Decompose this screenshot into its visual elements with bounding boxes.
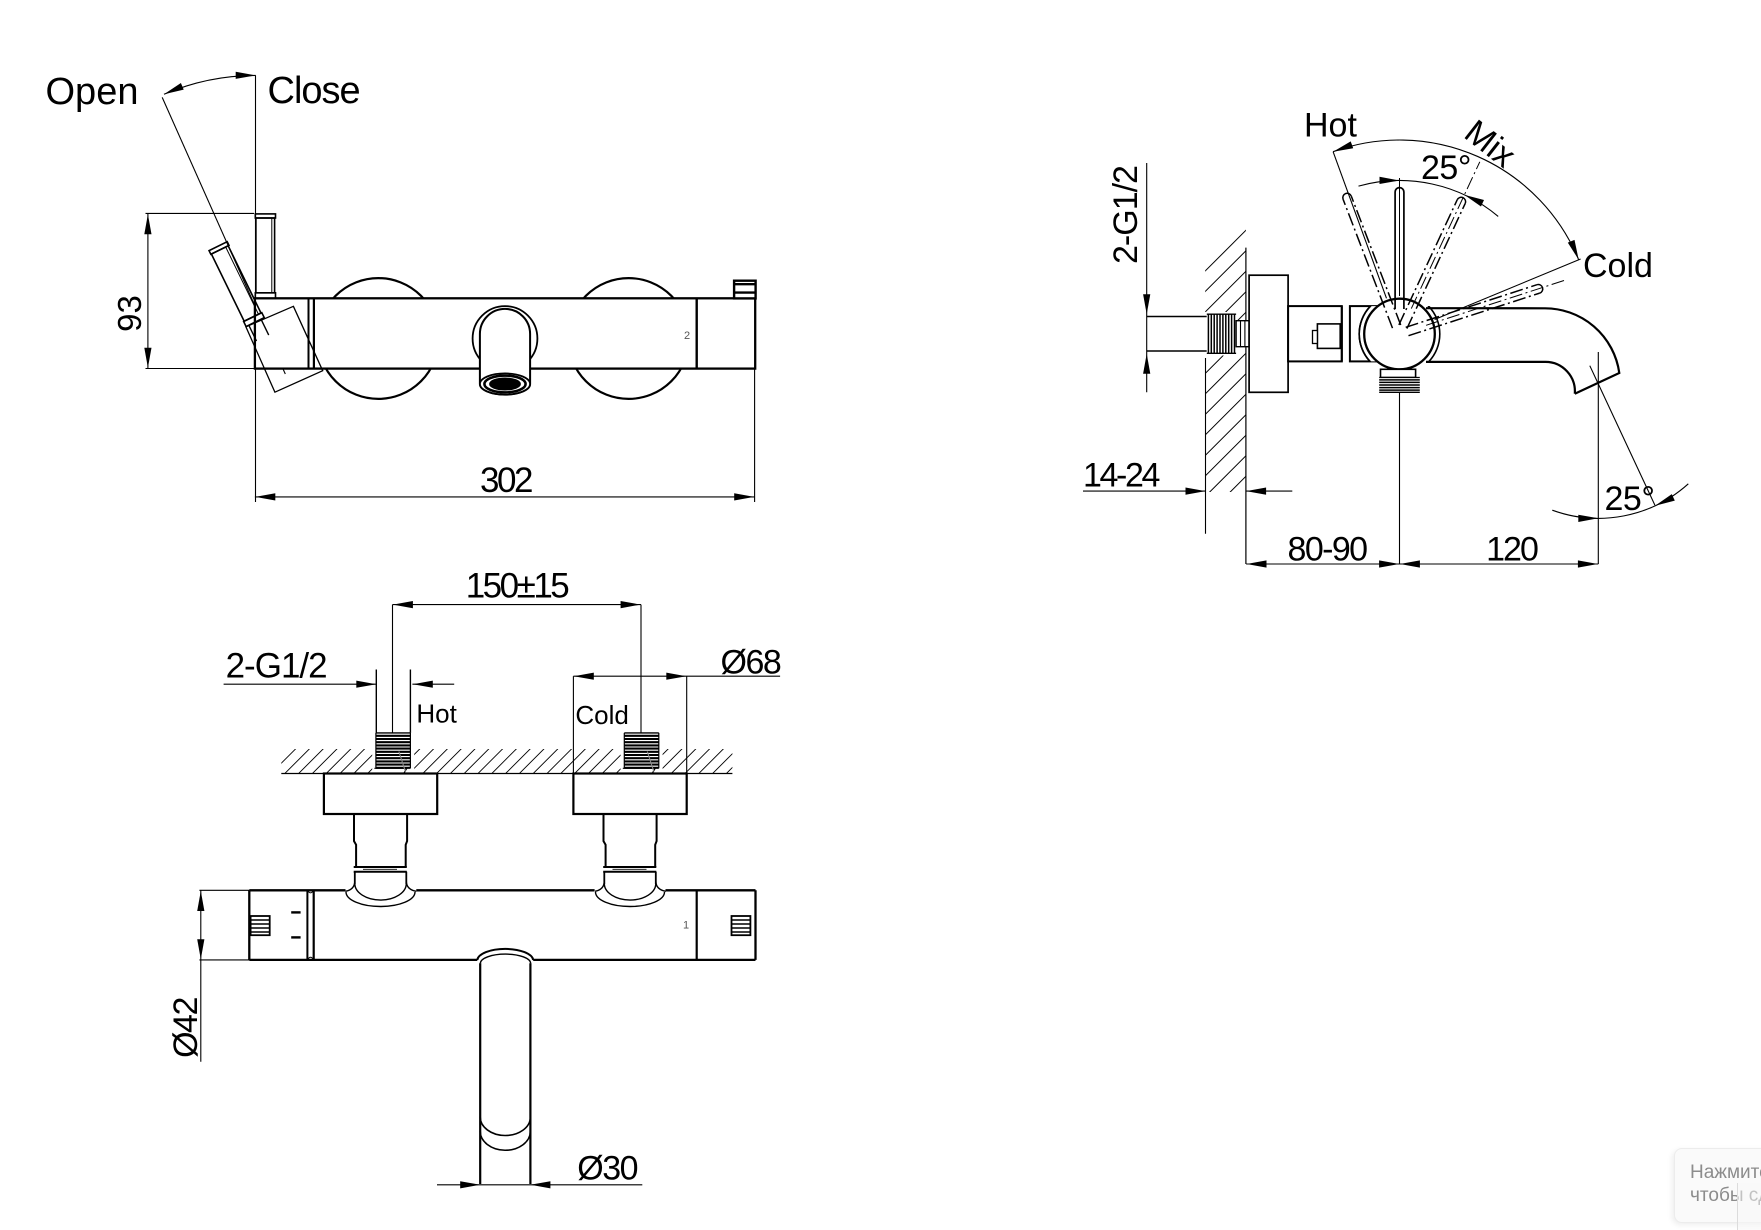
svg-text:120: 120 (1486, 531, 1538, 569)
svg-text:Close: Close (268, 70, 360, 112)
svg-text:2-G1/2: 2-G1/2 (1107, 166, 1145, 264)
svg-text:302: 302 (480, 461, 532, 500)
svg-text:1: 1 (683, 920, 689, 932)
svg-text:Cold: Cold (1583, 247, 1653, 285)
svg-text:80-90: 80-90 (1288, 531, 1368, 569)
svg-text:14-24: 14-24 (1083, 457, 1159, 495)
svg-text:25°: 25° (1421, 149, 1471, 187)
svg-text:Hot: Hot (416, 699, 457, 729)
svg-text:2-G1/2: 2-G1/2 (226, 646, 327, 685)
svg-text:Ø68: Ø68 (721, 643, 781, 681)
svg-text:Ø30: Ø30 (577, 1150, 637, 1188)
svg-text:Hot: Hot (1304, 107, 1357, 145)
svg-text:93: 93 (111, 295, 148, 332)
svg-text:Ø42: Ø42 (167, 998, 205, 1058)
svg-text:Open: Open (46, 71, 139, 113)
svg-text:2: 2 (684, 330, 690, 342)
svg-text:Cold: Cold (575, 700, 628, 730)
svg-text:25°: 25° (1605, 480, 1655, 518)
svg-text:150±15: 150±15 (466, 567, 569, 606)
